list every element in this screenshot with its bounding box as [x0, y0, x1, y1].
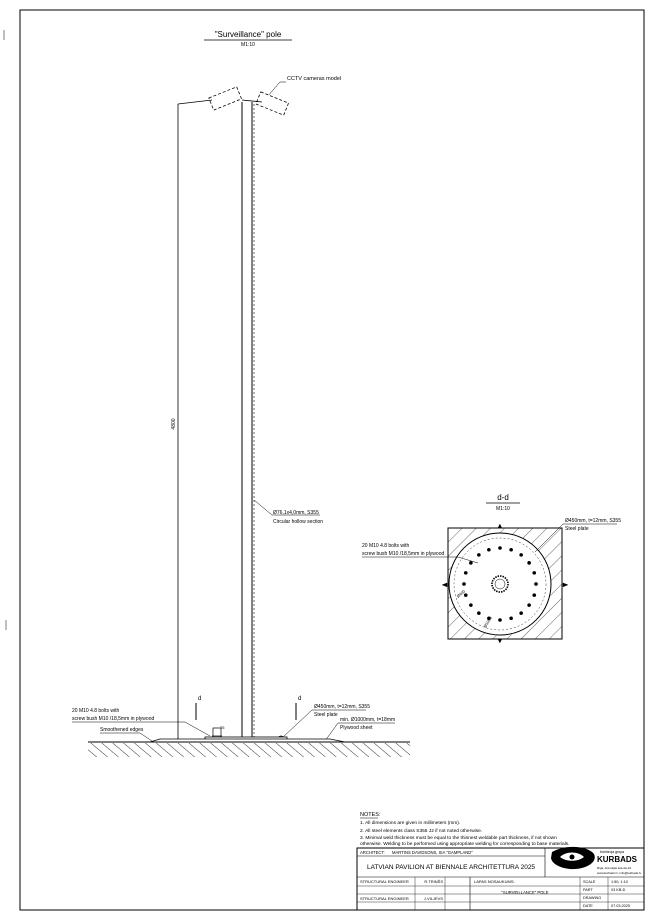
- field-date-label: DATE: [583, 904, 593, 908]
- bolt-hole-icon: [532, 571, 537, 575]
- section-marker-left: d: [195, 696, 201, 720]
- title-block: ARCHITECT: MARTINS DAVIDSONS, SIA "GAMPL…: [356, 846, 645, 911]
- bolt-hole-icon: [463, 571, 468, 575]
- section-scale: M1:10: [496, 506, 510, 512]
- field-scale-label: SCALE: [583, 880, 596, 884]
- bolt-hole-icon: [463, 593, 468, 597]
- cctv-camera-icon: [208, 86, 290, 116]
- engineer-role-2: STRUCTURAL ENGINEER: [360, 896, 409, 901]
- ground: [88, 741, 410, 757]
- sheet-frame: [19, 9, 645, 911]
- svg-text:www.kurbads.lv; info@kurbads.l: www.kurbads.lv; info@kurbads.lv: [597, 871, 642, 875]
- bolt-hole-icon: [469, 603, 473, 607]
- engineer-name-2: J.VILJEVS: [424, 896, 443, 901]
- field-part-value: 03 KB-D: [611, 888, 626, 892]
- bolt-hole-icon: [469, 561, 473, 565]
- base-assembly: [149, 727, 346, 743]
- note-item-2: 2. All steel elements class S355 J2 if n…: [360, 828, 482, 834]
- height-dimension-text: 4800: [171, 418, 177, 429]
- edges-label: Smoothened edges: [100, 727, 144, 733]
- note-item-1: 1. All dimensions are given in millimete…: [360, 820, 460, 826]
- field-drawing-label: DRAWING: [583, 896, 601, 900]
- section-dim-b: Ø1000: [483, 615, 494, 629]
- project-title: LATVIAN PAVILION AT BIENNALE ARCHITETTUR…: [367, 864, 535, 871]
- camera-label: CCTV cameras model: [287, 76, 341, 82]
- engineer-role-1: STRUCTURAL ENGINEER: [360, 879, 409, 884]
- engineer-name-1: R.TRIŅŠS: [424, 879, 443, 884]
- section-bolts-line1: 20 M10 4.8 bolts with: [362, 543, 409, 549]
- bolt-hole-icon: [487, 547, 491, 552]
- section-view: d-d M1:10 Ø450mm, t=12mm, S355 Steel pla…: [362, 493, 621, 644]
- notes-block: NOTES: 1. All dimensions are given in mi…: [360, 812, 570, 847]
- section-plate-line1: Ø450mm, t=12mm, S355: [565, 518, 621, 524]
- plate-label-line1: Ø450mm, t=12mm, S355: [314, 704, 370, 710]
- small-dimension: 25: [220, 725, 225, 730]
- bolt-hole-icon: [498, 546, 502, 550]
- elevation-title: "Surveillance" pole: [215, 30, 282, 39]
- section-plate-line2: Steel plate: [565, 526, 589, 532]
- stage-label: LAPAS NOSAUKUMS:: [474, 879, 515, 884]
- field-scale-value: 1:50; 1:10: [611, 880, 628, 884]
- bolt-hole-icon: [527, 561, 531, 565]
- elevation-view: "Surveillance" pole M1:10 CCTV cameras m…: [72, 30, 410, 757]
- bolt-hole-icon: [498, 618, 502, 622]
- bolts-label-line2: screw bush M10 /18,5mm in plywood: [72, 716, 154, 722]
- bolt-hole-icon: [477, 611, 481, 615]
- svg-text:d: d: [198, 696, 201, 702]
- bolt-hole-icon: [519, 611, 523, 615]
- note-item-4: otherwise. Welding to be performed using…: [360, 841, 570, 847]
- plywood-label-line2: Plywood sheet: [340, 725, 373, 731]
- bolt-hole-icon: [527, 603, 531, 607]
- notes-heading: NOTES:: [360, 812, 381, 818]
- section-bolts-line2: screw bush M10 /18,5mm in plywood: [362, 551, 444, 557]
- plywood-label-line1: min. Ø1000mm, t=18mm: [340, 717, 395, 723]
- field-date-value: 07.03.2025: [611, 904, 630, 908]
- bolt-hole-icon: [532, 593, 537, 597]
- plate-label-line2: Steel plate: [314, 712, 338, 718]
- note-item-3: 3. Minimal weld thickness must be equal …: [360, 835, 557, 841]
- svg-text:Riga, Antonijas iela 2a-10: Riga, Antonijas iela 2a-10: [597, 866, 631, 870]
- section-dim-a: Ø400: [455, 588, 466, 599]
- bolt-hole-icon: [534, 582, 538, 586]
- pipe-type-label: Circular hollow section: [273, 519, 323, 525]
- section-title: d-d: [497, 493, 509, 502]
- bolt-hole-icon: [487, 616, 491, 621]
- elevation-scale: M1:10: [241, 42, 255, 48]
- svg-text:būvbiroja grupa: būvbiroja grupa: [600, 850, 624, 854]
- bolt-hole-icon: [519, 553, 523, 557]
- kurbads-logo-icon: būvbiroja grupa KURBADS Riga, Antonijas …: [551, 846, 642, 875]
- sheet-name: "SURVEILLANCE" POLE: [501, 890, 548, 895]
- architect-value: MARTINS DAVIDSONS, SIA "GAMPLAND": [392, 850, 473, 855]
- bolt-hole-icon: [509, 616, 513, 621]
- bolt-hole-icon: [509, 547, 513, 552]
- bolts-label-line1: 20 M10 4.8 bolts with: [72, 708, 119, 714]
- bolt-hole-icon: [462, 582, 466, 586]
- bolt-holes: [462, 546, 538, 622]
- bolt-hole-icon: [477, 553, 481, 557]
- svg-text:d: d: [298, 696, 301, 702]
- section-marker-right: d: [295, 696, 301, 720]
- pipe-spec-label: Ø76,1x4,0mm, S355: [273, 510, 319, 516]
- field-part-label: PART: [583, 888, 593, 892]
- architect-label: ARCHITECT:: [360, 850, 385, 855]
- pole: [241, 102, 255, 738]
- svg-text:KURBADS: KURBADS: [597, 855, 638, 864]
